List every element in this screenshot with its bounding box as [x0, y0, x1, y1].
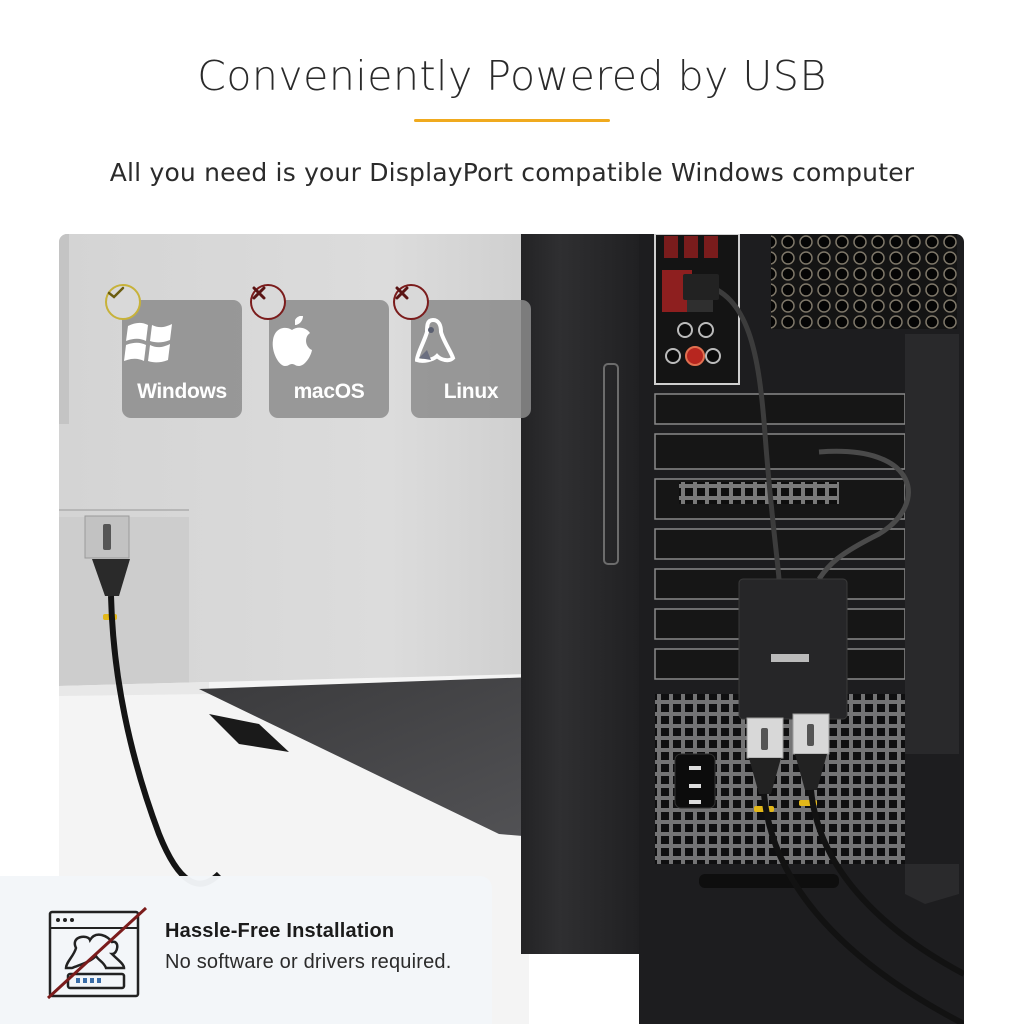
os-label-macos: macOS: [293, 380, 365, 403]
unsupported-x-badge-macos: [250, 284, 286, 320]
x-icon: [252, 286, 266, 300]
os-label-windows: Windows: [137, 380, 227, 403]
x-icon: [395, 286, 409, 300]
linux-penguin-icon: [411, 316, 531, 372]
page-title: Conveniently Powered by USB: [197, 52, 827, 100]
page-subtitle: All you need is your DisplayPort compati…: [109, 158, 915, 187]
no-software-install-icon: [46, 906, 148, 1000]
apple-logo-icon: [269, 316, 389, 372]
check-icon: [107, 286, 125, 299]
unsupported-x-badge-linux: [393, 284, 429, 320]
os-label-linux: Linux: [443, 380, 499, 403]
os-tile-linux: Linux: [411, 300, 531, 418]
feature-card: [0, 876, 492, 1024]
os-tile-windows: Windows: [122, 300, 242, 418]
feature-description: No software or drivers required.: [165, 951, 452, 973]
os-tile-macos: macOS: [269, 300, 389, 418]
supported-check-badge: [105, 284, 141, 320]
windows-logo-icon: [122, 316, 242, 372]
title-accent-divider: [414, 119, 610, 122]
feature-title: Hassle-Free Installation: [165, 920, 395, 942]
